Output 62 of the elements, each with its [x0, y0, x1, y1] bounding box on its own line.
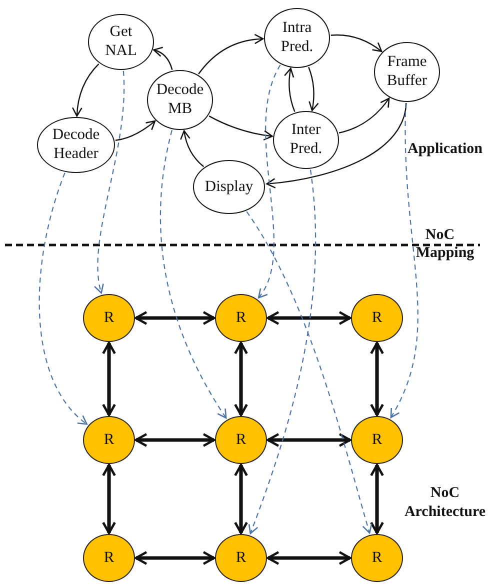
- task-label: Inter Pred.: [288, 121, 324, 159]
- arrow: [134, 433, 216, 447]
- section-label: NoC Architecture: [403, 484, 487, 522]
- router-circle: [83, 534, 135, 582]
- task-ellipse: [374, 42, 440, 102]
- arrow: [266, 102, 407, 188]
- router-circle: [351, 416, 403, 464]
- task-label: Display: [204, 178, 254, 196]
- router-circle: [351, 534, 403, 582]
- arrow: [338, 98, 390, 134]
- task-ellipse: [193, 160, 265, 214]
- router-label: R: [102, 430, 116, 450]
- task-label: Get NAL: [104, 23, 138, 61]
- arrow: [134, 311, 216, 325]
- arrow: [102, 464, 116, 534]
- router-label: R: [370, 548, 384, 568]
- task-label: Decode MB: [155, 81, 205, 119]
- arrow: [72, 64, 100, 117]
- router-circle: [83, 294, 135, 342]
- router-label: R: [102, 308, 116, 328]
- arrow: [234, 342, 248, 416]
- arrow: [266, 311, 352, 325]
- arrow: [208, 116, 273, 140]
- router-circle: [351, 294, 403, 342]
- router-circle: [215, 416, 267, 464]
- arrow: [284, 68, 296, 112]
- mapping-arrow: [246, 211, 372, 534]
- router-circle: [215, 534, 267, 582]
- router-label: R: [234, 430, 248, 450]
- router-label: R: [370, 308, 384, 328]
- mapping-arrow: [94, 70, 125, 294]
- mapping-arrow: [390, 102, 418, 418]
- router-label: R: [370, 430, 384, 450]
- arrow: [198, 34, 264, 74]
- router-circle: [215, 294, 267, 342]
- arrow: [370, 464, 384, 534]
- task-label: Frame Buffer: [386, 53, 428, 91]
- arrow: [370, 342, 384, 416]
- arrow: [134, 551, 216, 565]
- section-label: NoC: [424, 226, 456, 245]
- router-circle: [83, 416, 135, 464]
- task-label: Intra Pred.: [280, 19, 314, 57]
- arrow: [102, 342, 116, 416]
- arrow: [153, 47, 173, 70]
- section-label: Mapping: [414, 244, 476, 263]
- arrow: [266, 433, 352, 447]
- arrow: [115, 120, 156, 141]
- task-label: Decode Header: [51, 126, 101, 164]
- arrow: [308, 66, 319, 112]
- section-label: Application: [406, 140, 484, 159]
- router-label: R: [234, 548, 248, 568]
- mapping-arrow: [160, 130, 227, 419]
- router-label: R: [234, 308, 248, 328]
- router-label: R: [102, 548, 116, 568]
- task-ellipse: [147, 70, 213, 130]
- mapping-arrow: [38, 172, 88, 425]
- mapping-arrow: [258, 64, 281, 298]
- arrow: [266, 551, 352, 565]
- mapping-arrow: [248, 170, 316, 534]
- arrow: [180, 130, 204, 168]
- arrow: [330, 34, 382, 52]
- arrow: [234, 464, 248, 534]
